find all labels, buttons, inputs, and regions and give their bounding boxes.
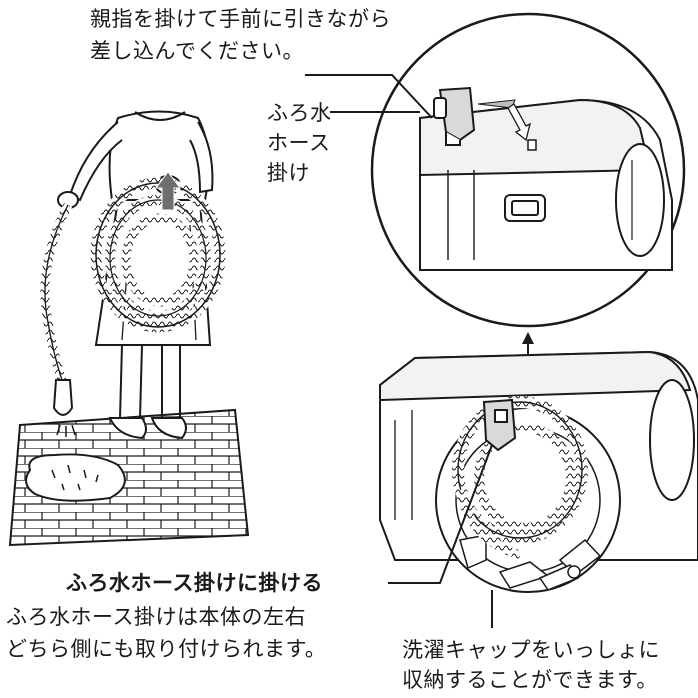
up-arrow-icon [522, 332, 534, 344]
reel-coiled-hose [452, 396, 588, 560]
brick-pavement [8, 408, 250, 547]
leader-lines [305, 74, 493, 628]
hook-label-line3: 掛け [267, 161, 310, 185]
lift-arrow-icon [155, 171, 181, 211]
hang-note-line1: ふろ水ホース掛けは本体の左右 [6, 605, 306, 629]
hook-label-line1: ふろ水 [267, 101, 332, 125]
zoom-detail-circle [370, 12, 686, 328]
coiled-hose [40, 177, 226, 437]
hook-label-line2: ホース [267, 131, 331, 155]
insert-instruction-line1: 親指を掛けて手前に引きながら [90, 7, 391, 31]
hang-leader [388, 444, 493, 584]
hose-hook-part [433, 86, 476, 146]
water-puddle [25, 453, 126, 502]
insert-leader [305, 74, 433, 119]
hang-title: ふろ水ホース掛けに掛ける [66, 571, 323, 595]
insert-instruction-line2: 差し込んでください。 [90, 39, 304, 63]
washing-cap [538, 564, 581, 591]
push-arrow-icon [507, 103, 531, 142]
mounted-hose-hook [482, 398, 517, 452]
washer-with-hose-reel [379, 350, 698, 593]
hang-note-line2: どちら側にも取り付けられます。 [6, 637, 327, 661]
cap-note-line1: 洗濯キャップをいっしょに [402, 638, 660, 662]
cap-note-line2: 収納することができます。 [402, 668, 658, 692]
